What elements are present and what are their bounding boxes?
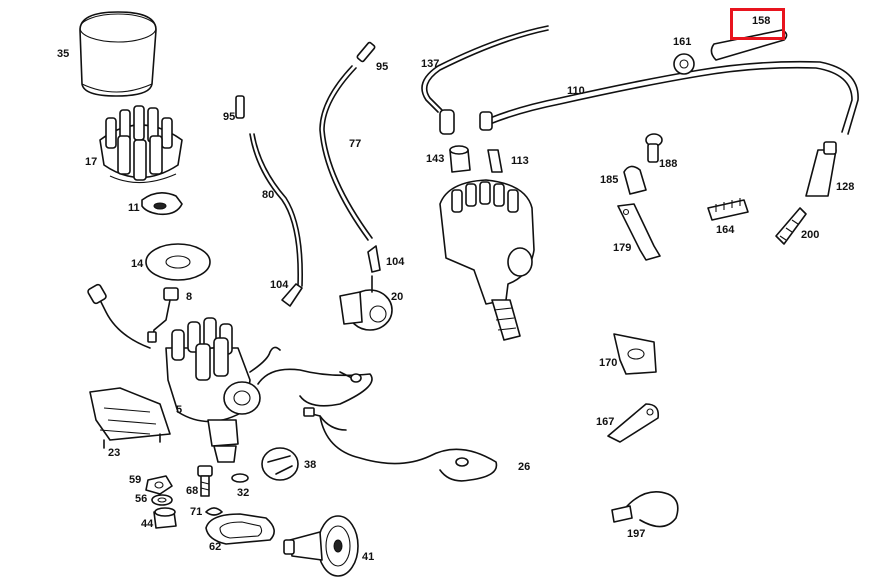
label-104a: 104 [270,279,289,291]
part-164-plug [707,198,749,221]
label-167: 167 [596,416,615,428]
label-62: 62 [209,541,222,553]
label-20: 20 [391,291,404,303]
part-200-connector [775,207,807,245]
part-71-clip [205,507,223,516]
label-170: 170 [599,357,618,369]
part-23-bracket [89,387,171,449]
label-5: 5 [176,404,183,416]
part-14-dust-shield [145,243,211,281]
label-17: 17 [85,156,98,168]
label-71: 71 [190,506,203,518]
part-80-hose [249,133,303,287]
part-95-hose-a [235,95,245,119]
part-5-distributor [87,283,281,463]
label-137: 137 [421,58,440,70]
part-44-bushing [153,507,177,529]
label-59: 59 [129,474,142,486]
part-32-washer [231,473,249,483]
label-38: 38 [304,459,317,471]
part-35-cap-cover [79,11,157,97]
part-26-wiring-harness [257,368,498,482]
part-188-bolt [645,133,663,163]
label-95b: 95 [376,61,389,73]
label-110: 110 [567,85,585,97]
label-104b: 104 [386,256,405,268]
label-197: 197 [627,528,646,540]
label-80: 80 [262,189,275,201]
highlight-box-158 [730,8,785,40]
part-104-hose-b [367,245,381,273]
part-38-wrench [261,447,299,481]
part-20-vacuum-unit [339,275,393,331]
label-35: 35 [57,48,70,60]
part-62-gasket [205,513,275,545]
label-200: 200 [801,229,820,241]
label-113: 113 [511,155,529,167]
label-185: 185 [600,174,619,186]
label-56: 56 [135,493,148,505]
part-179-bracket [617,203,661,261]
part-41-pulley [283,515,359,577]
part-110-vacuum-line [479,60,859,135]
label-164: 164 [716,224,735,236]
label-188: 188 [659,158,678,170]
label-44: 44 [141,518,154,530]
part-distributor-body-center [439,179,535,341]
label-161: 161 [673,36,692,48]
part-167-bracket [607,403,660,443]
part-56-washer [151,494,173,506]
label-95a: 95 [223,111,236,123]
part-17-distributor-cap [99,105,183,184]
part-185-clamp [623,165,647,195]
label-23: 23 [108,447,121,459]
label-8: 8 [186,291,193,303]
label-68: 68 [186,485,199,497]
part-128-connector [805,141,837,197]
part-59-nut [145,475,173,495]
label-158: 158 [752,15,771,27]
part-11-rotor [141,192,183,216]
label-143: 143 [426,153,445,165]
part-68-bolt [197,465,213,497]
label-41: 41 [362,551,375,563]
part-113-fitting [487,149,503,173]
part-161-grommet [673,53,695,75]
part-8-connector [147,287,179,343]
label-14: 14 [131,258,144,270]
part-197-cable-tie [611,491,679,528]
part-170-bracket [613,333,657,375]
part-137-vacuum-line [421,25,549,135]
part-77-hose [319,65,373,241]
part-104-hose-a [281,283,303,307]
part-95-hose-b [356,41,376,63]
label-11: 11 [128,202,140,214]
label-32: 32 [237,487,250,499]
label-77: 77 [349,138,362,150]
label-26: 26 [518,461,531,473]
label-128: 128 [836,181,855,193]
part-143-fitting [449,145,471,173]
label-179: 179 [613,242,632,254]
